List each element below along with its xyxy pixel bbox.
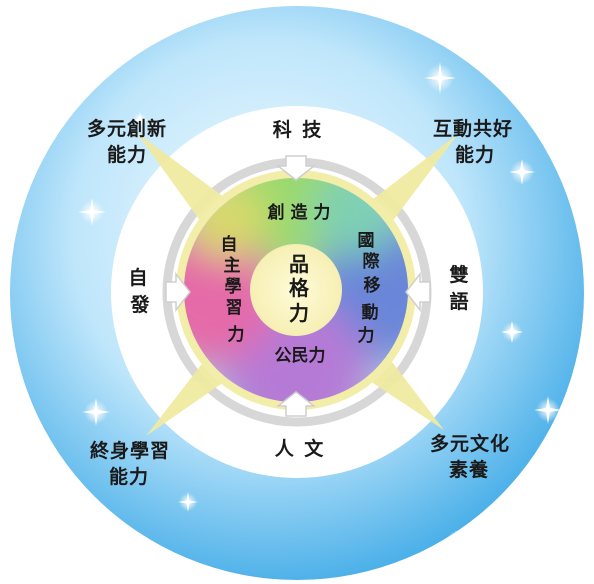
corner-label-line: 能力: [109, 465, 149, 488]
inner-bottom-label: 公民力: [275, 345, 326, 366]
arrow-bottom-icon: [275, 391, 317, 417]
sparkle-icon: [534, 396, 562, 424]
center-char-2: 格: [289, 276, 310, 300]
ring-left-char: 發: [129, 293, 151, 316]
sparkle-icon: [424, 62, 456, 94]
sparkle-icon: [509, 159, 535, 185]
ring-bottom-label: 人 文: [275, 437, 326, 460]
corner-label-line: 互動共好: [433, 117, 513, 140]
corner-label-line: 終身學習: [90, 439, 170, 462]
center-label: 品 格 力: [289, 252, 310, 325]
inner-left-label: 自 主 學 習 力: [221, 234, 245, 345]
inner-left-char: 自: [221, 234, 238, 255]
corner-label-line: 能力: [455, 143, 495, 166]
arrow-right-icon: [405, 271, 431, 313]
inner-right-char: 力: [358, 325, 375, 346]
inner-left-char: 力: [228, 324, 245, 345]
inner-left-char: 學: [225, 277, 242, 297]
arrow-left-icon: [165, 271, 191, 313]
ring-right-char: 語: [449, 290, 470, 313]
corner-label-line: 素養: [449, 458, 489, 481]
inner-right-label: 國 際 移 動 力: [358, 231, 381, 346]
arrow-top-icon: [275, 155, 317, 181]
inner-right-char: 移: [364, 275, 381, 296]
sparkle-icon: [132, 112, 148, 128]
rainbow-inner-ring: [184, 178, 408, 402]
corner-label-line: 能力: [107, 143, 147, 166]
center-char-3: 力: [289, 301, 309, 325]
corner-label-line: 多元創新: [87, 117, 167, 140]
inner-right-char: 國: [358, 231, 375, 251]
inner-right-char: 際: [363, 251, 381, 272]
inner-left-char: 主: [224, 255, 241, 276]
ring-right-label: 雙 語: [449, 263, 470, 313]
ring-top-label: 科 技: [273, 118, 324, 141]
center-disk: [250, 244, 342, 336]
sparkle-decorations: [78, 62, 562, 550]
sparkle-icon: [446, 530, 466, 550]
inner-top-label: 創 造 力: [267, 202, 331, 223]
inner-right-char: 動: [362, 302, 379, 323]
corner-bottom-right-label: 多元文化 素養: [430, 432, 510, 481]
ring-left-char: 自: [128, 266, 149, 289]
sparkle-icon: [501, 321, 523, 343]
center-char-1: 品: [289, 252, 309, 276]
inward-arrows: [165, 155, 431, 417]
sparkle-icon: [82, 398, 110, 426]
corner-top-left-label: 多元創新 能力: [87, 117, 167, 166]
corner-bottom-left-label: 終身學習 能力: [90, 439, 170, 488]
corner-top-right-label: 互動共好 能力: [433, 117, 513, 166]
sparkle-icon: [78, 198, 106, 226]
inner-left-char: 習: [226, 298, 243, 318]
ring-right-char: 雙: [449, 263, 470, 286]
corner-label-line: 多元文化: [430, 432, 510, 455]
sparkle-icon: [178, 492, 198, 512]
ring-left-label: 自 發: [128, 266, 151, 316]
